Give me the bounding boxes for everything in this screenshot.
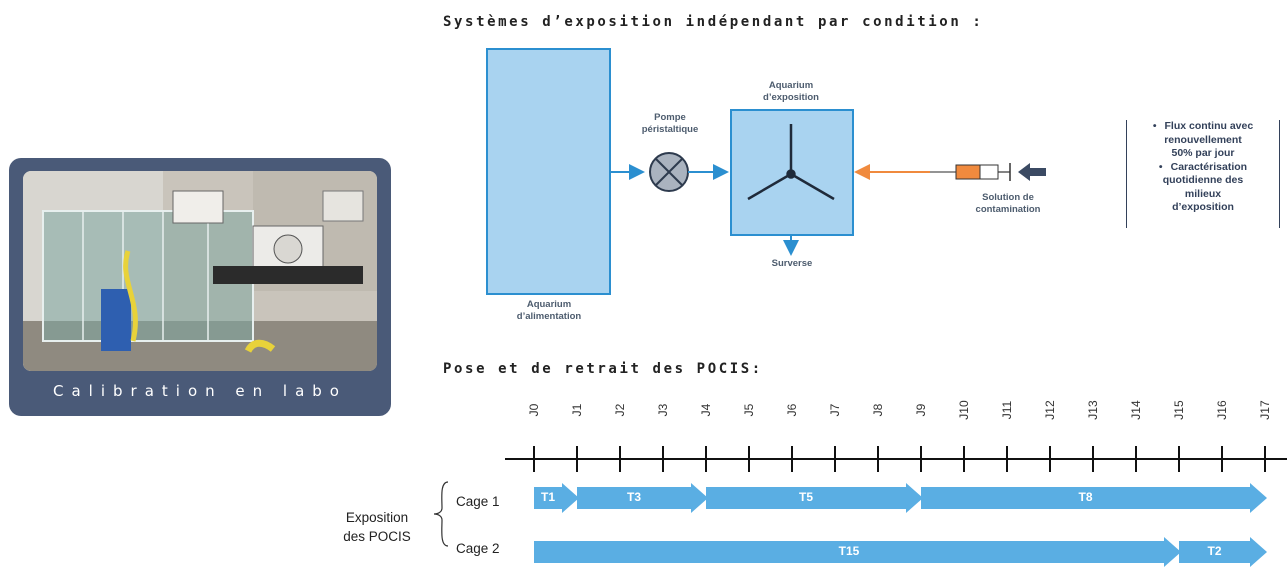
- note-continuous-flow: • Flux continu avec renouvellement 50% pa…: [1127, 120, 1279, 161]
- cage2-label: Cage 2: [456, 541, 500, 556]
- notes-box: • Flux continu avec renouvellement 50% pa…: [1126, 120, 1280, 228]
- feed-tank-label: Aquarium d’alimentation: [487, 299, 611, 323]
- day-label: J7: [828, 403, 842, 417]
- feed-tank-label-line1: Aquarium: [526, 299, 572, 310]
- day-label: J13: [1086, 400, 1100, 420]
- lab-photo-illustration: [23, 171, 377, 371]
- exposure-tank-label: Aquarium d’exposition: [730, 80, 852, 104]
- pump-label: Pompe péristaltique: [620, 112, 720, 136]
- day-label: J6: [785, 403, 799, 417]
- phase-arrow: [921, 483, 1267, 513]
- push-arrow-icon: [1018, 163, 1046, 181]
- photo-caption: Calibration en labo: [53, 382, 347, 400]
- feed-tank: [486, 48, 611, 295]
- bullet-icon: •: [1158, 160, 1163, 173]
- pump-icon: [649, 152, 689, 192]
- phase-label: T5: [798, 490, 813, 504]
- phase-label: T15: [838, 544, 860, 558]
- phase-label: T1: [540, 490, 555, 504]
- photo-card: Calibration en labo: [9, 158, 391, 416]
- cage1-label: Cage 1: [456, 494, 500, 509]
- phase-label: T3: [626, 490, 641, 504]
- feed-tank-label-line2: d’alimentation: [516, 311, 582, 322]
- day-label: J16: [1215, 400, 1229, 420]
- phase-arrow: [1179, 537, 1267, 567]
- solution-label-line1: Solution de: [982, 192, 1034, 203]
- day-label: J4: [699, 403, 713, 417]
- day-label: J12: [1043, 400, 1057, 420]
- note2-line4: d’exposition: [1172, 201, 1234, 213]
- note1-line3: 50% par jour: [1171, 147, 1235, 159]
- exposure-tank-label-line2: d’exposition: [763, 92, 819, 103]
- day-label: J17: [1258, 400, 1272, 420]
- exposure-tank-label-line1: Aquarium: [768, 80, 814, 91]
- phase-label: T8: [1078, 490, 1093, 504]
- note1-line2: renouvellement: [1164, 133, 1242, 146]
- day-label: J15: [1172, 400, 1186, 420]
- solution-label-line2: contamination: [975, 204, 1041, 215]
- note2-line3: milieux: [1184, 187, 1222, 200]
- lab-photo: [23, 171, 377, 371]
- phase-arrow: [577, 483, 708, 513]
- phase-arrow: [534, 537, 1181, 567]
- syringe-icon: [930, 163, 1011, 181]
- exposure-label-line1: Exposition: [345, 510, 409, 525]
- day-label: J3: [656, 403, 670, 417]
- day-label: J2: [613, 403, 627, 417]
- bullet-icon: •: [1152, 120, 1157, 132]
- day-label: J5: [742, 403, 756, 417]
- exposure-label-line2: des POCIS: [343, 529, 411, 544]
- cage-brace-icon: [433, 481, 449, 547]
- phase-label: T2: [1207, 544, 1222, 558]
- day-label: J8: [871, 403, 885, 417]
- note2-line1: Caractérisation: [1170, 160, 1248, 173]
- pump-label-line2: péristaltique: [641, 124, 699, 135]
- day-label: J14: [1129, 400, 1143, 420]
- phase-arrow: [534, 483, 579, 513]
- day-label: J11: [1000, 400, 1014, 420]
- note-daily-characterization: • Caractérisation quotidienne des milieux…: [1127, 161, 1279, 215]
- day-label: J10: [957, 400, 971, 420]
- note1-line1: Flux continu avec: [1164, 120, 1254, 132]
- stirrer-icon: [747, 124, 835, 201]
- overflow-label: Surverse: [771, 258, 813, 269]
- note2-line2: quotidienne des: [1162, 174, 1244, 186]
- solution-label: Solution de contamination: [958, 192, 1058, 216]
- systems-title: Systèmes d’exposition indépendant par co…: [443, 14, 984, 30]
- pump-label-line1: Pompe: [654, 112, 686, 123]
- exposure-label: Exposition des POCIS: [322, 508, 432, 546]
- day-label: J1: [570, 403, 584, 417]
- pocis-title: Pose et de retrait des POCIS:: [443, 361, 763, 377]
- day-label: J9: [914, 403, 928, 417]
- phase-arrow: [706, 483, 923, 513]
- day-label: J0: [527, 403, 541, 417]
